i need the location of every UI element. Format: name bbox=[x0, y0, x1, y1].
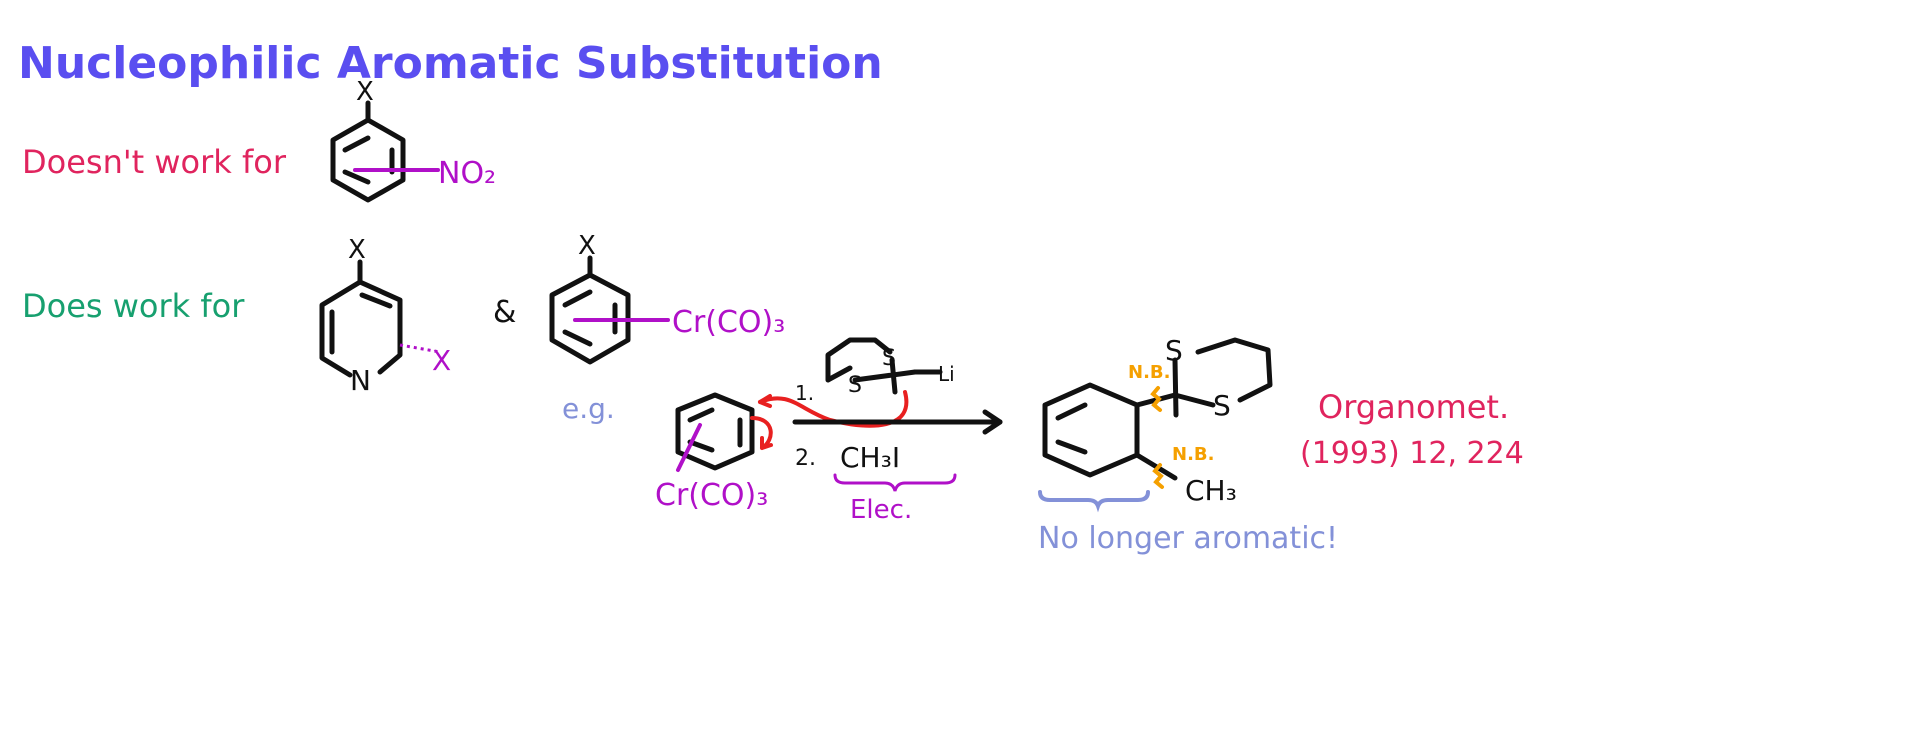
methyl-iodide: CH₃I bbox=[840, 441, 900, 474]
nitro-group: NO₂ bbox=[438, 156, 496, 191]
dithiane-reagent-structure bbox=[825, 337, 943, 395]
reference-journal: Organomet. bbox=[1318, 388, 1509, 426]
product-sulfur-top: S bbox=[1165, 334, 1183, 367]
product-structure bbox=[1042, 337, 1273, 489]
does-work-label: Does work for bbox=[22, 287, 245, 325]
substrate-chromium-tricarbonyl: Cr(CO)₃ bbox=[655, 478, 768, 513]
substituent-x: X bbox=[356, 77, 374, 107]
complex-x: X bbox=[578, 231, 596, 261]
chromium-tricarbonyl: Cr(CO)₃ bbox=[672, 305, 785, 340]
eg-label: e.g. bbox=[562, 392, 615, 425]
aromaticity-brace bbox=[1038, 490, 1150, 513]
ampersand: & bbox=[493, 295, 516, 330]
pyridine-structure bbox=[319, 259, 441, 378]
step-1-number: 1. bbox=[795, 381, 814, 405]
pyridine-x: X bbox=[348, 235, 366, 265]
not-aromatic-note: No longer aromatic! bbox=[1038, 521, 1338, 556]
pyridine-nitrogen: N bbox=[350, 364, 371, 397]
reference-details: (1993) 12, 224 bbox=[1300, 436, 1524, 471]
step-2-number: 2. bbox=[795, 446, 816, 471]
arene-chromium-complex-structure bbox=[549, 255, 670, 365]
page-title: Nucleophilic Aromatic Substitution bbox=[18, 38, 883, 89]
electrophile-label: Elec. bbox=[850, 495, 912, 525]
reagent-lithium: Li bbox=[938, 362, 955, 386]
electrophile-brace bbox=[833, 473, 957, 492]
reagent-sulfur-top: S bbox=[882, 346, 896, 371]
pyridine-leaving-x: X bbox=[432, 344, 451, 377]
doesnt-work-label: Doesn't work for bbox=[22, 143, 287, 181]
reagent-sulfur-bottom: S bbox=[848, 373, 862, 398]
product-methyl: CH₃ bbox=[1185, 474, 1237, 507]
nb-note-1: N.B. bbox=[1128, 362, 1170, 383]
nitrobenzene-structure bbox=[330, 100, 440, 203]
nb-note-2: N.B. bbox=[1172, 444, 1214, 465]
product-sulfur-right: S bbox=[1213, 389, 1231, 422]
reaction-arrow bbox=[792, 409, 1003, 435]
